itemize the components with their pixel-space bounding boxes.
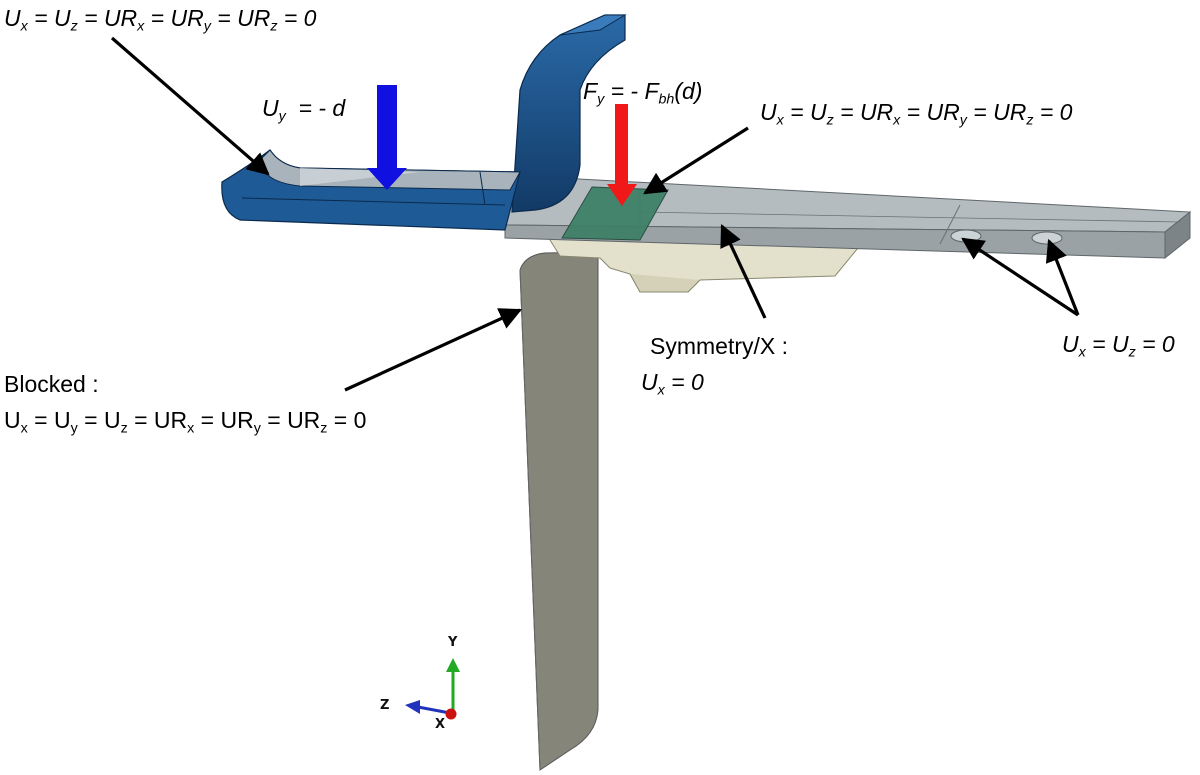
die-plate: [519, 251, 599, 771]
bc-label-mid-right: Ux = Uz = URx = URy = URz = 0: [760, 99, 1073, 129]
displacement-label-uy: Uy = - d: [262, 95, 346, 125]
axis-label-z: Z: [380, 698, 389, 713]
symmetry-label-title: Symmetry/X :: [650, 333, 789, 359]
blocked-label-value: Ux = Uy = Uz = URx = URy = URz = 0: [4, 407, 367, 437]
symmetry-label-value: Ux = 0: [641, 369, 704, 399]
y-axis-head: [446, 658, 460, 672]
hole-right: [1031, 231, 1063, 245]
force-arrow-uy: [367, 85, 407, 190]
sheet-strip: [504, 174, 1192, 260]
leader-top-left: [110, 36, 270, 176]
force-label-fy: Fy = - Fbh(d): [583, 78, 703, 108]
contact-patch: [561, 186, 669, 241]
axis-label-x: X: [435, 717, 445, 732]
bc-label-top-left: Ux = Uz = URx = URy = URz = 0: [4, 5, 317, 35]
leader-arrows: [110, 36, 1080, 392]
leader-mid-right: [643, 126, 749, 195]
leader-right-b: [1045, 238, 1080, 316]
x-axis-dot: [445, 708, 457, 720]
blocked-label-title: Blocked :: [4, 371, 99, 397]
force-arrow-fy: [607, 104, 637, 206]
leader-symmetry: [720, 223, 767, 319]
bc-label-right: Ux = Uz = 0: [1062, 331, 1175, 361]
leader-blocked: [344, 308, 523, 392]
z-axis-line: [417, 705, 451, 715]
axis-triad: Y Z X: [380, 635, 460, 732]
z-axis-head: [405, 700, 420, 714]
axis-label-y: Y: [447, 635, 458, 650]
leader-right-a: [961, 237, 1079, 317]
